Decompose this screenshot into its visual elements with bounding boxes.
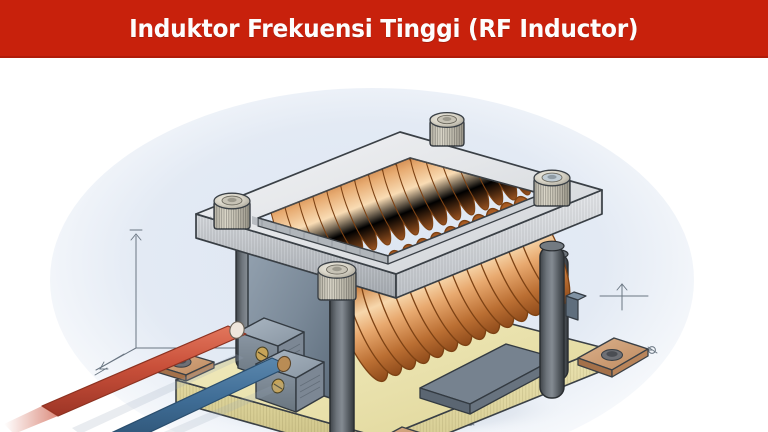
- mounting-tab-right: [577, 337, 649, 378]
- axis-marker-x-left: [94, 353, 125, 376]
- hex-bolt-rear: [429, 111, 465, 147]
- page-title: Induktor Frekuensi Tinggi (RF Inductor): [129, 13, 639, 43]
- mounting-tab-front: [391, 426, 421, 432]
- hex-bolt-front: [317, 261, 357, 301]
- lead-wire-negative: [111, 355, 292, 432]
- hex-bolt-right: [533, 169, 571, 207]
- rf-inductor-technical-drawing: [4, 88, 694, 432]
- lead-shadow-red: [72, 354, 244, 432]
- inductor-illustration: [0, 58, 768, 432]
- axis-marker-y-right: [599, 283, 649, 311]
- support-post-front-right: [539, 240, 565, 399]
- lead-shadow-blue: [163, 382, 288, 432]
- title-banner: Induktor Frekuensi Tinggi (RF Inductor): [0, 0, 768, 58]
- lead-wire-positive: [4, 321, 247, 432]
- hex-bolt-left: [213, 192, 251, 230]
- top-clamp-plate: [195, 131, 603, 299]
- support-post-front-left: [329, 280, 355, 432]
- rear-bracket-right: [565, 291, 587, 321]
